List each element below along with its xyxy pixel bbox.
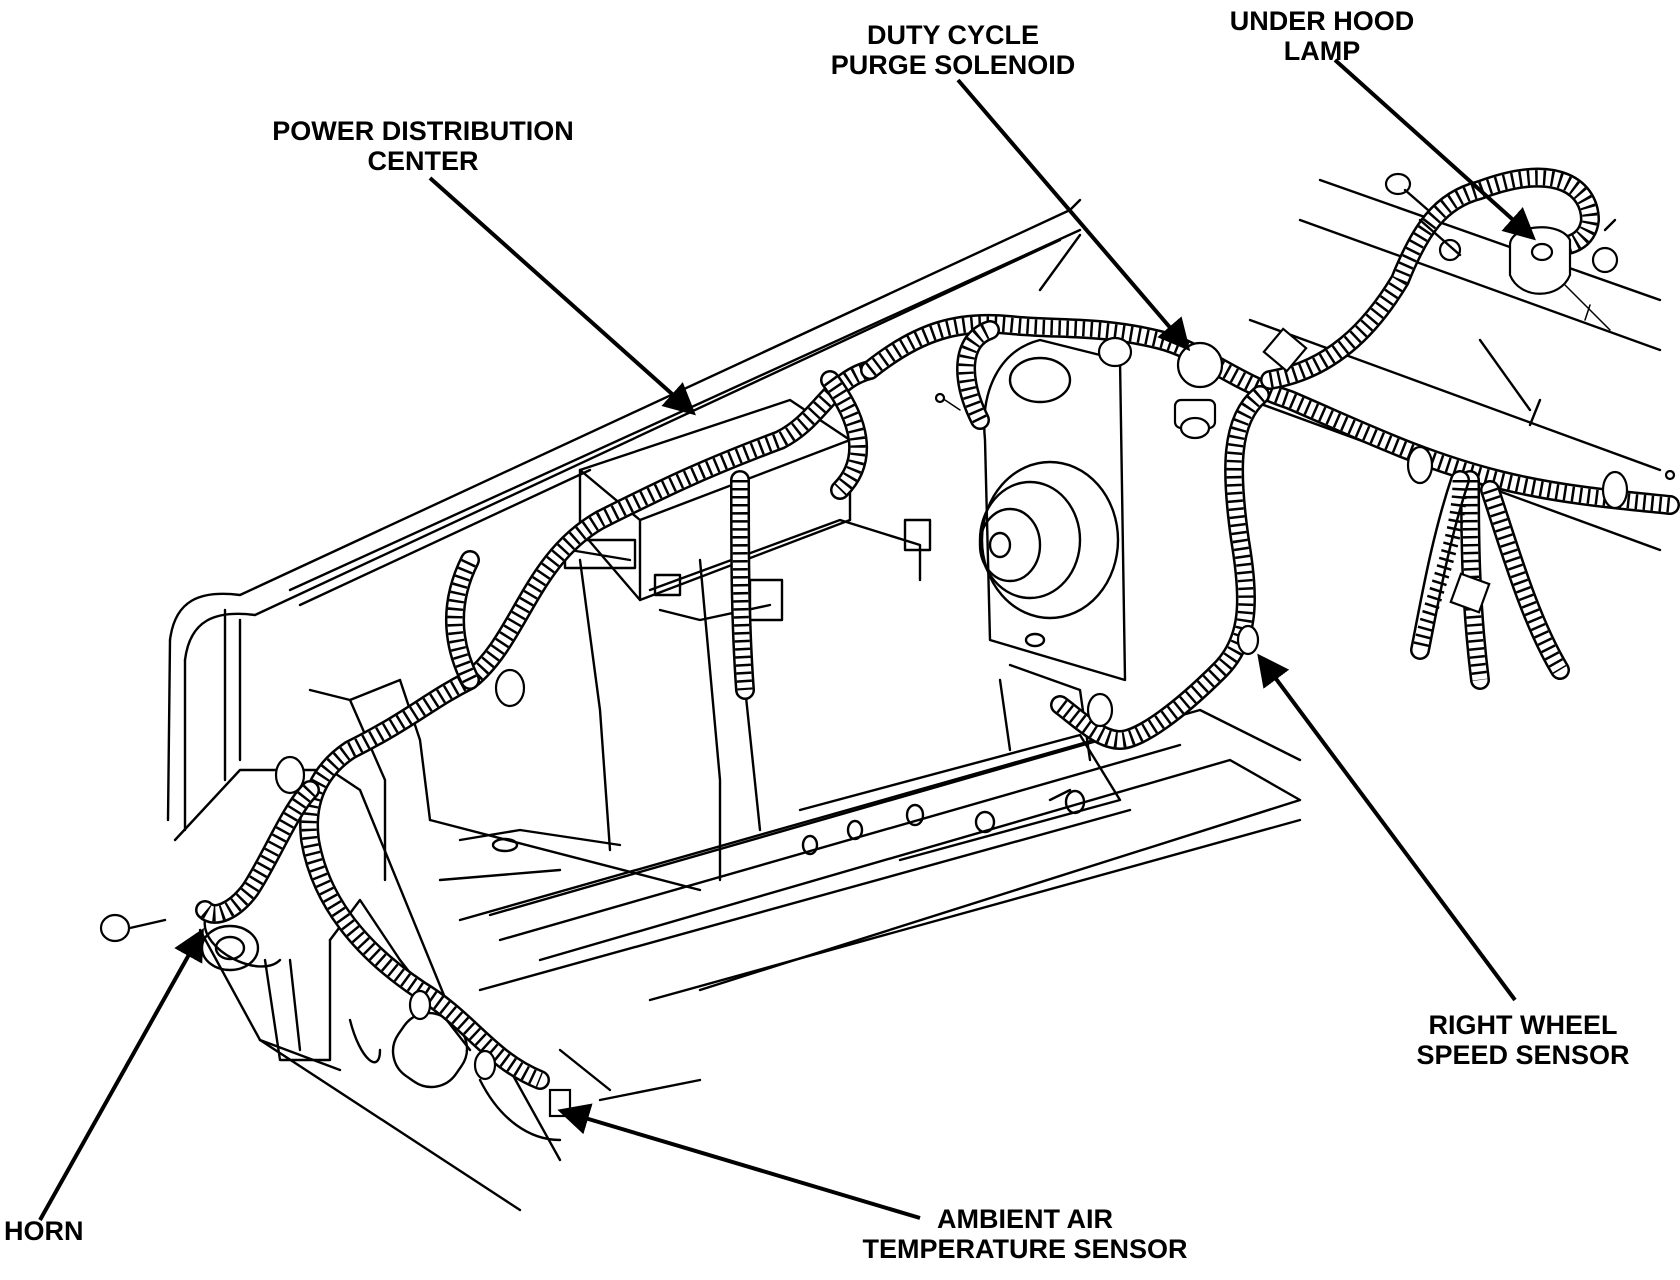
label-power-distribution-center: POWER DISTRIBUTION CENTER xyxy=(258,116,588,176)
label-horn: HORN xyxy=(4,1216,94,1246)
inner-fender xyxy=(308,558,762,892)
leader-ambient-air-temperature-sensor xyxy=(557,1103,921,1220)
front-crossmember xyxy=(458,708,1302,1002)
label-under-hood-lamp: UNDER HOOD LAMP xyxy=(1222,6,1422,66)
label-line: TEMPERATURE SENSOR xyxy=(862,1234,1188,1264)
leader-horn xyxy=(38,928,204,1221)
leader-right-wheel-speed-sensor xyxy=(1257,653,1517,1002)
label-line: RIGHT WHEEL xyxy=(1428,1010,1618,1040)
label-line: POWER DISTRIBUTION xyxy=(272,116,574,146)
label-line: PURGE SOLENOID xyxy=(830,50,1076,80)
label-line: SPEED SENSOR xyxy=(1416,1040,1630,1070)
leader-power-distribution-center xyxy=(428,176,696,416)
leader-duty-cycle-purge-solenoid xyxy=(956,78,1191,352)
leader-lines xyxy=(38,58,1536,1221)
label-ambient-air-temperature-sensor: AMBIENT AIR TEMPERATURE SENSOR xyxy=(860,1204,1190,1264)
label-line: LAMP xyxy=(1283,36,1361,66)
wiring-harness xyxy=(195,167,1680,1090)
label-right-wheel-speed-sensor: RIGHT WHEEL SPEED SENSOR xyxy=(1408,1010,1638,1070)
label-line: HORN xyxy=(4,1216,84,1246)
label-line: UNDER HOOD xyxy=(1229,6,1415,36)
label-duty-cycle-purge-solenoid: DUTY CYCLE PURGE SOLENOID xyxy=(818,20,1088,80)
leader-under-hood-lamp xyxy=(1333,58,1536,241)
label-line: DUTY CYCLE xyxy=(866,20,1040,50)
label-line: AMBIENT AIR xyxy=(937,1204,1113,1234)
connectors xyxy=(99,172,1676,1118)
label-line: CENTER xyxy=(367,146,479,176)
